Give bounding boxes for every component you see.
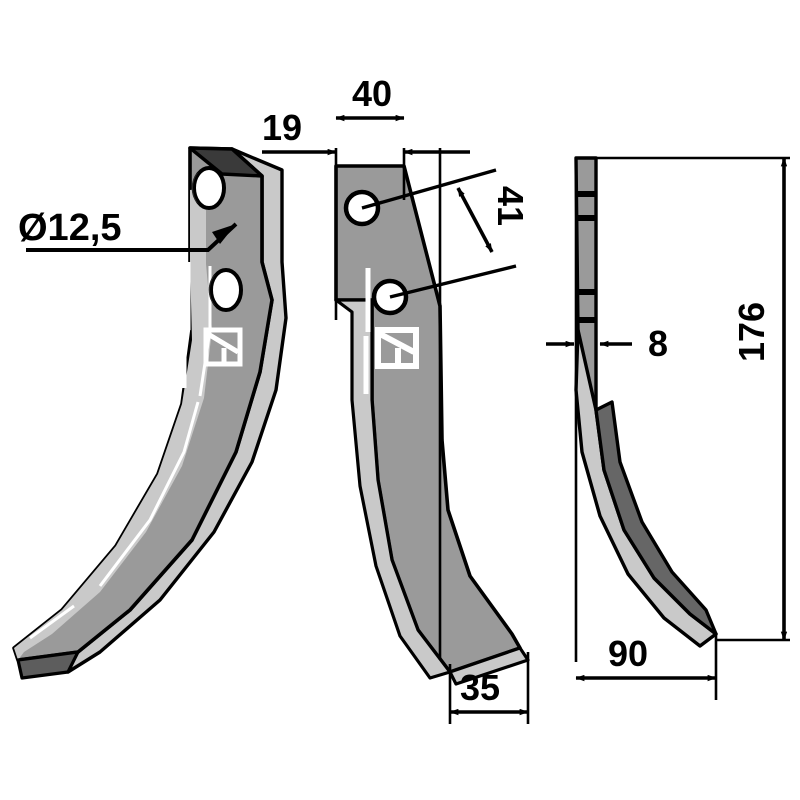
dimension-41-label: 41 (490, 186, 531, 226)
side-hole-edge-marks (576, 191, 596, 323)
side-view-extension-lines (574, 156, 790, 700)
front-blade-highlight (334, 298, 452, 680)
manufacturer-logo-emboss-left (203, 327, 243, 367)
callout-arrowhead (212, 224, 236, 244)
mounting-hole-upper (191, 166, 226, 210)
hole-diameter-label: Ø12,5 (18, 207, 122, 249)
side-view-right: 8 176 90 (546, 156, 790, 700)
blade-top-chamfer (188, 146, 264, 178)
dimension-8-label: 8 (648, 323, 668, 364)
specular-streak-tip (29, 604, 75, 640)
front-view-center: 40 19 41 35 (262, 73, 531, 724)
perspective-view-left: Ø12,5 (12, 146, 288, 680)
dimension-19-label: 19 (262, 107, 302, 148)
logo-side-marks-left (181, 262, 191, 388)
front-view-extension-lines (334, 148, 530, 724)
specular-streak-lower (98, 401, 200, 587)
dimension-40: 40 (335, 73, 405, 122)
dimension-90: 90 (575, 633, 717, 682)
logo-side-marks-center (363, 268, 371, 394)
dimension-35: 35 (449, 667, 529, 716)
blade-bottom-chamfer (16, 650, 80, 680)
dimension-40-label: 40 (352, 73, 392, 114)
dimension-176-label: 176 (731, 302, 772, 362)
dimension-35-label: 35 (460, 667, 500, 708)
dimension-19: 19 (262, 107, 337, 156)
mounting-hole-lower (208, 268, 243, 312)
hole-diameter-callout (26, 222, 238, 252)
dimension-8: 8 (546, 323, 668, 364)
dimension-41: 41 (361, 168, 531, 299)
manufacturer-logo-emboss-center (375, 327, 419, 369)
side-curve-shadow (594, 400, 718, 636)
dimension-176: 176 (731, 157, 788, 641)
blade-curve-highlight (14, 188, 212, 660)
dimension-90-label: 90 (608, 633, 648, 674)
